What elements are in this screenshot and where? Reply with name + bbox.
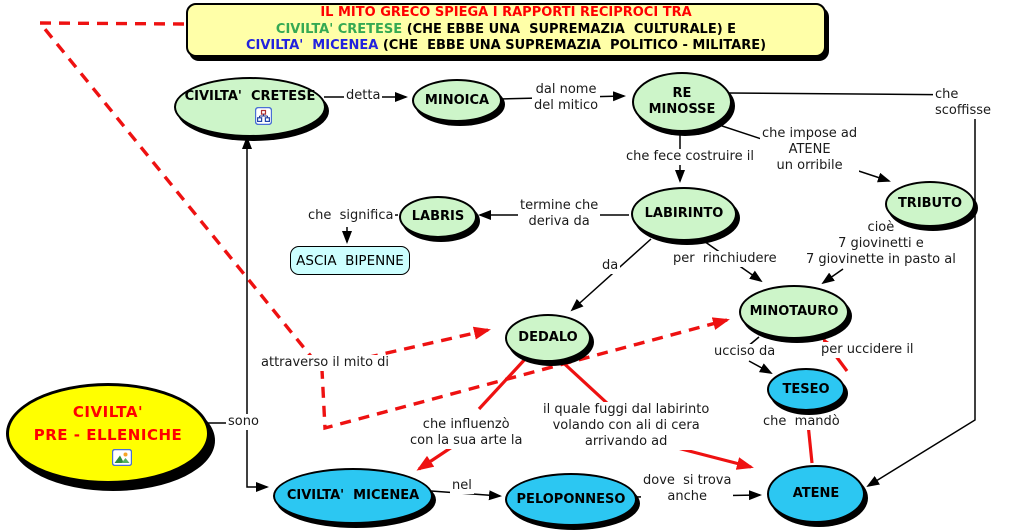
node-re-minosse[interactable]: RE MINOSSE <box>632 72 732 132</box>
edge-label-che-fece: che fece costruire il <box>624 149 756 165</box>
title-line1: IL MITO GRECO SPIEGA I RAPPORTI RECIPROC… <box>320 4 692 20</box>
node-civilta-pre-elleniche[interactable]: CIVILTA' PRE - ELLENICHE <box>6 383 210 484</box>
edge-label-attraverso: attraverso il mito di <box>259 355 392 371</box>
node-minoica[interactable]: MINOICA <box>412 79 502 122</box>
node-labris-label: LABRIS <box>411 209 465 225</box>
node-minotauro[interactable]: MINOTAURO <box>739 285 849 339</box>
edge-label-sono: sono <box>226 414 261 430</box>
picture-icon[interactable] <box>84 449 132 467</box>
edge-sono-micenea <box>246 423 269 492</box>
node-civilta-micenea[interactable]: CIVILTA' MICENEA <box>273 468 433 524</box>
node-teseo-label: TESEO <box>782 381 830 397</box>
node-atene-label: ATENE <box>792 486 840 502</box>
node-labirinto[interactable]: LABIRINTO <box>631 187 737 241</box>
node-civilta-micenea-label: CIVILTA' MICENEA <box>286 488 420 504</box>
edge-label-che-mando: che mandò <box>761 414 842 430</box>
node-minoica-label: MINOICA <box>424 92 490 108</box>
node-teseo[interactable]: TESEO <box>767 368 845 411</box>
title-line3-micenea: CIVILTA' MICENEA <box>245 38 379 54</box>
edge-label-che-significa: che significa <box>306 208 396 224</box>
edge-label-dove-si-trova: dove si trova anche <box>641 473 734 505</box>
edge-label-termine-che: termine che deriva da <box>518 198 601 230</box>
edge-ucciso-teseo <box>748 360 773 374</box>
node-labirinto-label: LABIRINTO <box>644 206 724 222</box>
concept-map-icon[interactable] <box>228 106 273 125</box>
edge-label-che-scoffisse: che scoffisse <box>933 87 1017 119</box>
title-line2-cretese: CIVILTA' CRETESE <box>275 21 403 37</box>
edge-labirinto-dedalo <box>570 238 652 312</box>
edge-label-dal-nome: dal nome del mitico <box>532 82 601 114</box>
edge-label-che-influenzo: che influenzò con la sua arte la <box>408 417 525 449</box>
node-peloponneso-label: PELOPONNESO <box>516 491 626 507</box>
edge-dedalo-influenzo <box>477 355 529 411</box>
node-dedalo[interactable]: DEDALO <box>505 314 591 362</box>
node-ascia-bipenne-label: ASCIA BIPENNE <box>296 252 404 269</box>
node-atene[interactable]: ATENE <box>767 465 865 523</box>
title-line3: CIVILTA' MICENEA (CHE EBBE UNA SUPREMAZI… <box>246 38 766 55</box>
edge-label-per-rinchiudere: per rinchiudere <box>671 251 779 267</box>
title-box: IL MITO GRECO SPIEGA I RAPPORTI RECIPROC… <box>186 3 826 57</box>
node-tributo-label: TRIBUTO <box>897 196 963 212</box>
node-minotauro-label: MINOTAURO <box>749 304 839 320</box>
edge-reminosse-atene <box>728 92 976 488</box>
edge-label-cioe: cioè 7 giovinetti e 7 giovinette in past… <box>804 220 958 268</box>
node-tributo[interactable]: TRIBUTO <box>885 181 975 227</box>
edge-label-detta: detta <box>344 88 383 104</box>
node-civilta-cretese-label: CIVILTA' CRETESE <box>184 89 316 105</box>
edge-label-nel: nel <box>450 478 474 494</box>
node-dedalo-label: DEDALO <box>518 330 578 346</box>
node-civilta-pre-elleniche-label: CIVILTA' PRE - ELLENICHE <box>33 402 183 444</box>
edge-label-ucciso-da: ucciso da <box>712 344 778 360</box>
title-line2-rest: (CHE EBBE UNA SUPREMAZIA CULTURALE) E <box>402 21 737 37</box>
node-re-minosse-label: RE MINOSSE <box>648 86 716 117</box>
edge-label-il-quale-fuggi: il quale fuggi dal labirinto volando con… <box>541 402 712 450</box>
node-ascia-bipenne[interactable]: ASCIA BIPENNE <box>290 246 410 275</box>
node-labris[interactable]: LABRIS <box>399 196 477 238</box>
edge-influenzo-micenea <box>416 445 453 471</box>
title-line3-rest: (CHE EBBE UNA SUPREMAZIA POLITICO - MILI… <box>378 38 767 54</box>
edge-label-che-impose: che impose ad ATENE un orribile <box>760 126 860 174</box>
edge-label-da: da <box>600 258 621 274</box>
title-line2: CIVILTA' CRETESE (CHE EBBE UNA SUPREMAZI… <box>276 22 736 39</box>
edge-cioe-minotauro <box>821 268 844 285</box>
edge-label-per-uccidere: per uccidere il <box>819 342 916 358</box>
node-civilta-cretese[interactable]: CIVILTA' CRETESE <box>174 77 326 137</box>
node-peloponneso[interactable]: PELOPONNESO <box>505 473 637 526</box>
